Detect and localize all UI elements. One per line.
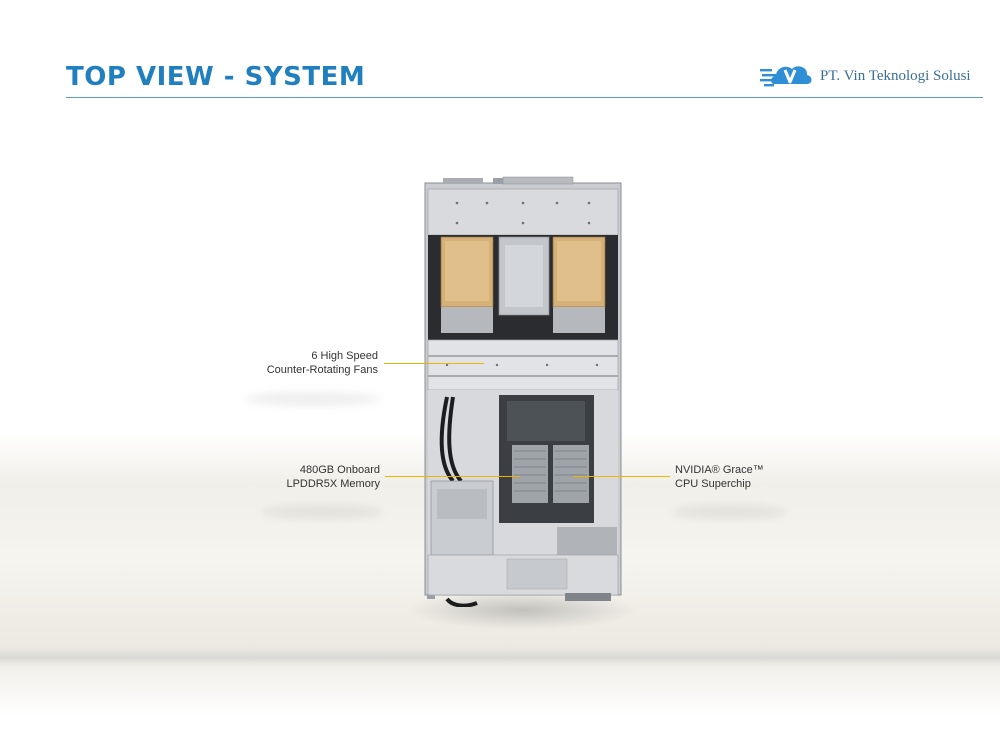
callout-memory-line2: LPDDR5X Memory: [286, 478, 380, 490]
callout-fans-leader: [384, 363, 484, 364]
callout-cpu: NVIDIA® Grace™ CPU Superchip: [675, 463, 825, 491]
callout-memory-leader: [385, 476, 520, 477]
callout-shadow: [262, 505, 382, 519]
page-title: TOP VIEW - SYSTEM: [66, 62, 366, 92]
vin-logo-icon: [760, 66, 812, 87]
callout-memory-line1: 480GB Onboard: [299, 464, 380, 476]
callout-fans-line1: 6 High Speed: [311, 350, 378, 362]
callout-shadow: [245, 392, 380, 406]
callout-fans-line2: Counter-Rotating Fans: [266, 364, 378, 376]
company-name: PT. Vin Teknologi Solusi: [820, 67, 971, 84]
callout-cpu-leader: [573, 476, 670, 477]
callout-memory: 480GB Onboard LPDDR5X Memory: [230, 463, 380, 491]
callout-cpu-line1: NVIDIA® Grace™: [675, 464, 764, 476]
callout-shadow: [672, 505, 787, 519]
company-logo: PT. Vin Teknologi Solusi: [760, 60, 971, 92]
server-top-view-image: [424, 176, 622, 607]
title-underline: [66, 97, 983, 98]
callout-cpu-line2: CPU Superchip: [675, 478, 751, 490]
callout-fans: 6 High Speed Counter-Rotating Fans: [228, 349, 378, 377]
